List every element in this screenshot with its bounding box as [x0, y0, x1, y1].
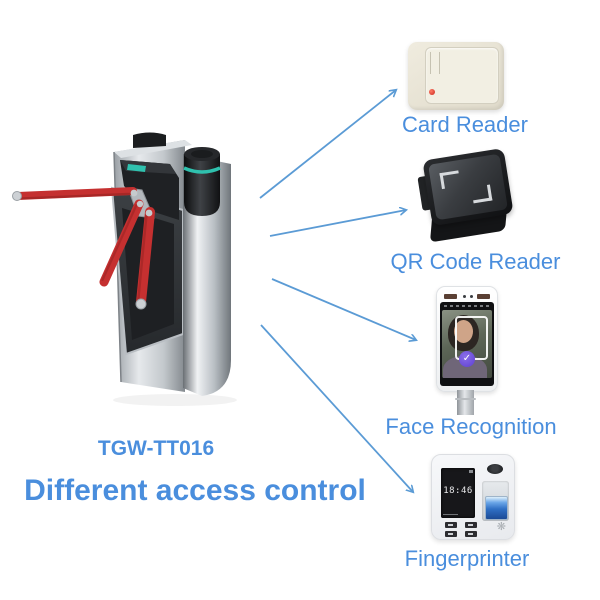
ir-sensor-icon	[444, 294, 457, 299]
fingerprint-module	[482, 481, 509, 521]
turnstile-mechanism-housing	[120, 160, 179, 220]
product-model: TGW-TT016	[97, 437, 215, 460]
face-recognition-image: ✓	[436, 286, 498, 418]
label-qr-code-reader: QR Code Reader	[390, 249, 561, 274]
turnstile-illustration	[12, 132, 237, 406]
arm-end-cap	[135, 298, 147, 310]
arrow-to-fingerprinter	[260, 324, 413, 492]
camera-dot-icon	[463, 295, 466, 298]
brand-flower-icon: ❋	[496, 521, 506, 533]
pole-ring	[455, 398, 476, 400]
qr-scan-window	[428, 153, 508, 221]
qr-reader-body	[422, 147, 514, 227]
terminal-pole	[457, 390, 474, 415]
arrow-to-qr-reader	[269, 210, 406, 237]
device-clock: 18:46	[443, 486, 473, 496]
fingerprint-scanner	[485, 496, 508, 520]
arrow-to-card-reader	[259, 90, 396, 199]
camera-icon	[487, 464, 503, 474]
page-title: Different access control	[24, 474, 366, 507]
card-reader-panel	[425, 47, 499, 104]
card-reader-image	[408, 42, 504, 110]
person-shirt	[443, 356, 487, 378]
camera-dot-icon	[470, 295, 473, 298]
turnstile-tripod-arms	[12, 187, 155, 310]
label-card-reader: Card Reader	[402, 112, 528, 137]
arrow-to-face-recognition	[271, 278, 416, 340]
fingerprinter-image: 18:46 ❋	[431, 454, 515, 540]
person-face	[454, 320, 473, 343]
keypad-button	[445, 522, 457, 528]
checkmark-icon: ✓	[459, 351, 475, 367]
face-terminal-screen: ✓	[440, 302, 494, 386]
keypad-button	[465, 522, 477, 528]
face-terminal-bezel: ✓	[436, 286, 498, 392]
label-fingerprinter: Fingerprinter	[404, 546, 530, 571]
keypad-button	[445, 531, 457, 537]
qr-reader-image	[417, 147, 515, 246]
arm-end-cap	[12, 191, 22, 201]
face-photo: ✓	[442, 310, 492, 378]
screen-status-bar	[444, 305, 490, 307]
turnstile-led-pillar	[183, 147, 221, 216]
label-face-recognition: Face Recognition	[385, 414, 557, 439]
ir-sensor-icon	[477, 294, 490, 299]
keypad-button	[465, 531, 477, 537]
card-reader-slot	[430, 52, 440, 74]
fingerprinter-keypad	[445, 522, 477, 537]
housing-indicator	[127, 164, 146, 172]
card-reader-led	[429, 89, 435, 95]
fingerprinter-screen: 18:46	[441, 468, 475, 518]
led-ring	[183, 166, 221, 174]
turnstile-shadow	[113, 394, 237, 406]
